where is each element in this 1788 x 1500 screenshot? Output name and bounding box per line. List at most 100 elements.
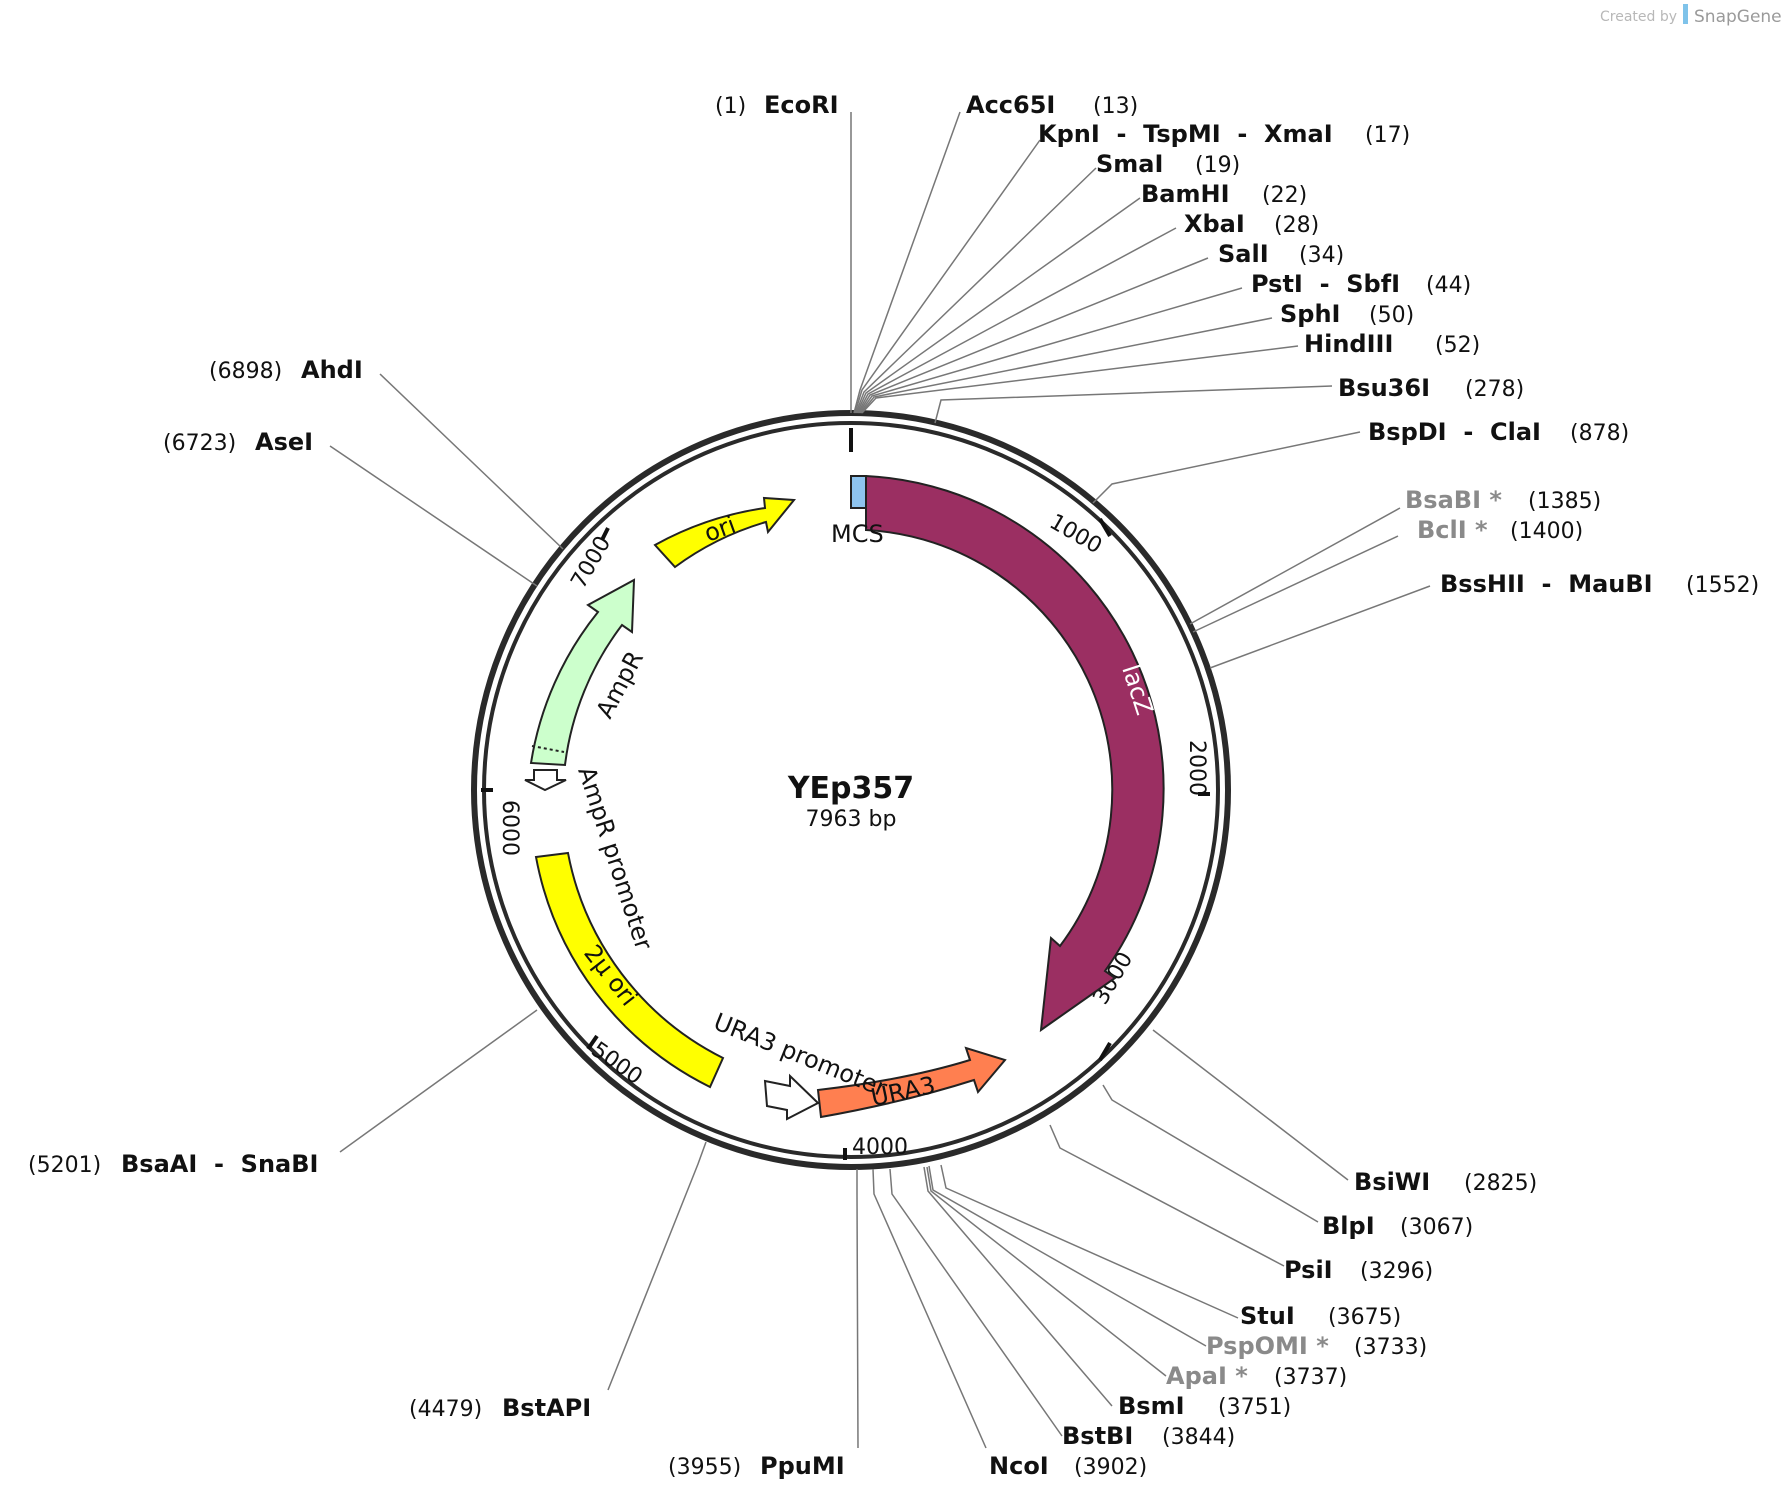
site-pos-bamhi: (22) — [1262, 183, 1307, 208]
feature-lacz[interactable] — [865, 474, 1165, 1033]
site-name-kpni-tspmi-xmai[interactable]: KpnI - TspMI - XmaI — [1038, 120, 1333, 148]
site-name-hindiii[interactable]: HindIII — [1304, 330, 1393, 358]
site-pos-bsmi: (3751) — [1218, 1395, 1291, 1420]
site-name-bamhi[interactable]: BamHI — [1141, 180, 1230, 208]
site-pos-bspdi-clai: (878) — [1570, 421, 1629, 446]
feature-mcs[interactable] — [850, 475, 867, 509]
site-pos-bsiwi: (2825) — [1464, 1171, 1537, 1196]
tick-5000 — [586, 1034, 599, 1051]
feature-label-mcs: MCS — [831, 520, 884, 548]
site-pos-kpni-tspmi-xmai: (17) — [1365, 123, 1410, 148]
site-name-ahdi[interactable]: AhdI — [301, 356, 363, 384]
feature-ampr[interactable] — [529, 578, 636, 767]
site-line-smai — [855, 167, 1097, 414]
site-line-acc65i — [853, 111, 961, 414]
site-pos-sali: (34) — [1299, 243, 1344, 268]
site-name-bsabi[interactable]: BsaBI * — [1405, 486, 1502, 514]
site-pos-pspomi: (3733) — [1354, 1335, 1427, 1360]
site-pos-psii: (3296) — [1360, 1259, 1433, 1284]
tick-label-7000: 7000 — [567, 532, 617, 593]
site-pos-sphi: (50) — [1369, 303, 1414, 328]
feature-ura3[interactable] — [816, 1046, 1007, 1119]
site-line-bsabi — [1189, 507, 1401, 625]
site-name-sphi[interactable]: SphI — [1280, 300, 1340, 328]
site-name-bsshii-maubi[interactable]: BssHII - MauBI — [1440, 570, 1653, 598]
feature-ura3-promoter[interactable] — [763, 1073, 820, 1121]
tick-label-4000: 4000 — [852, 1135, 908, 1160]
credit-brand: SnapGene — [1694, 7, 1782, 27]
site-labels: (1) EcoRI Acc65I (13) KpnI - TspMI - Xma… — [28, 91, 1759, 1480]
credit-prefix: Created by — [1600, 9, 1677, 25]
site-name-bsu36i[interactable]: Bsu36I — [1338, 374, 1430, 402]
site-pos-blpi: (3067) — [1400, 1215, 1473, 1240]
tick-label-6000: 6000 — [497, 800, 522, 856]
site-name-sali[interactable]: SalI — [1218, 240, 1269, 268]
site-pos-hindiii: (52) — [1435, 333, 1480, 358]
site-line-stui — [940, 1164, 1239, 1319]
site-line-apai — [926, 1166, 1167, 1377]
site-line-asei — [329, 445, 538, 587]
site-line-xbai — [857, 227, 1177, 414]
plasmid-center: YEp357 7963 bp — [787, 771, 914, 832]
feature-ori[interactable] — [653, 496, 796, 569]
credit: Created by SnapGene — [1600, 4, 1782, 27]
plasmid-length: 7963 bp — [806, 807, 897, 832]
site-name-bcli[interactable]: BclI * — [1417, 516, 1488, 544]
site-line-bsmi — [923, 1166, 1113, 1407]
site-name-blpi[interactable]: BlpI — [1322, 1212, 1375, 1240]
site-line-ahdi — [379, 373, 564, 550]
tick-7000 — [600, 527, 610, 541]
site-line-bsshii — [1209, 585, 1431, 669]
site-pos-bsaai-snabi: (5201) — [28, 1153, 101, 1178]
site-name-psii[interactable]: PsiI — [1284, 1256, 1333, 1284]
site-pos-acc65i: (13) — [1093, 94, 1138, 119]
site-pos-ncoi: (3902) — [1074, 1455, 1147, 1480]
site-name-bstapi[interactable]: BstAPI — [502, 1394, 591, 1422]
site-pos-xbai: (28) — [1274, 213, 1319, 238]
tick-3000 — [1098, 1041, 1112, 1062]
site-line-sali — [858, 257, 1209, 414]
plasmid-name: YEp357 — [787, 771, 914, 806]
snapgene-logo-icon — [1683, 4, 1688, 24]
site-line-bsu36i — [934, 385, 1333, 424]
site-name-stui[interactable]: StuI — [1240, 1302, 1295, 1330]
tick-label-2000: 2000 — [1184, 740, 1209, 796]
site-name-ppumi[interactable]: PpuMI — [760, 1452, 845, 1480]
site-name-bspdi-clai[interactable]: BspDI - ClaI — [1368, 418, 1541, 446]
site-pos-bstapi: (4479) — [409, 1397, 482, 1422]
site-name-apai[interactable]: ApaI * — [1166, 1362, 1248, 1390]
site-name-ecori[interactable]: EcoRI — [764, 91, 839, 119]
site-pos-bsshii-maubi: (1552) — [1686, 573, 1759, 598]
site-pos-bsabi: (1385) — [1528, 489, 1601, 514]
site-pos-bsu36i: (278) — [1465, 377, 1524, 402]
site-pos-ahdi: (6898) — [209, 359, 282, 384]
site-line-bcli — [1192, 535, 1399, 633]
site-name-bsaai-snabi[interactable]: BsaAI - SnaBI — [121, 1150, 318, 1178]
site-name-bstbi[interactable]: BstBI — [1062, 1422, 1133, 1450]
site-name-bsiwi[interactable]: BsiWI — [1354, 1168, 1430, 1196]
site-pos-bcli: (1400) — [1510, 519, 1583, 544]
site-name-acc65i[interactable]: Acc65I — [966, 91, 1055, 119]
tick-1000 — [1098, 517, 1112, 538]
site-name-bsmi[interactable]: BsmI — [1118, 1392, 1185, 1420]
feature-ampr-promoter[interactable] — [524, 769, 567, 792]
site-line-blpi — [1102, 1084, 1319, 1223]
site-pos-ecori: (1) — [715, 94, 746, 119]
site-line-pspomi — [928, 1165, 1207, 1347]
site-name-xbai[interactable]: XbaI — [1184, 210, 1245, 238]
site-name-ncoi[interactable]: NcoI — [989, 1452, 1049, 1480]
site-pos-smai: (19) — [1195, 153, 1240, 178]
site-name-psti-sbfi[interactable]: PstI - SbfI — [1251, 270, 1400, 298]
site-name-pspomi[interactable]: PspOMI * — [1206, 1332, 1329, 1360]
site-line-ncoi — [872, 1168, 987, 1449]
site-pos-asei: (6723) — [163, 431, 236, 456]
feature-two-micron-ori[interactable] — [534, 851, 725, 1089]
site-line-psti — [859, 287, 1243, 414]
site-line-hindiii — [861, 345, 1299, 414]
site-name-smai[interactable]: SmaI — [1096, 150, 1163, 178]
site-line-bstbi — [889, 1168, 1063, 1437]
site-pos-stui: (3675) — [1328, 1305, 1401, 1330]
site-name-asei[interactable]: AseI — [255, 428, 313, 456]
site-line-bamhi — [856, 197, 1141, 414]
